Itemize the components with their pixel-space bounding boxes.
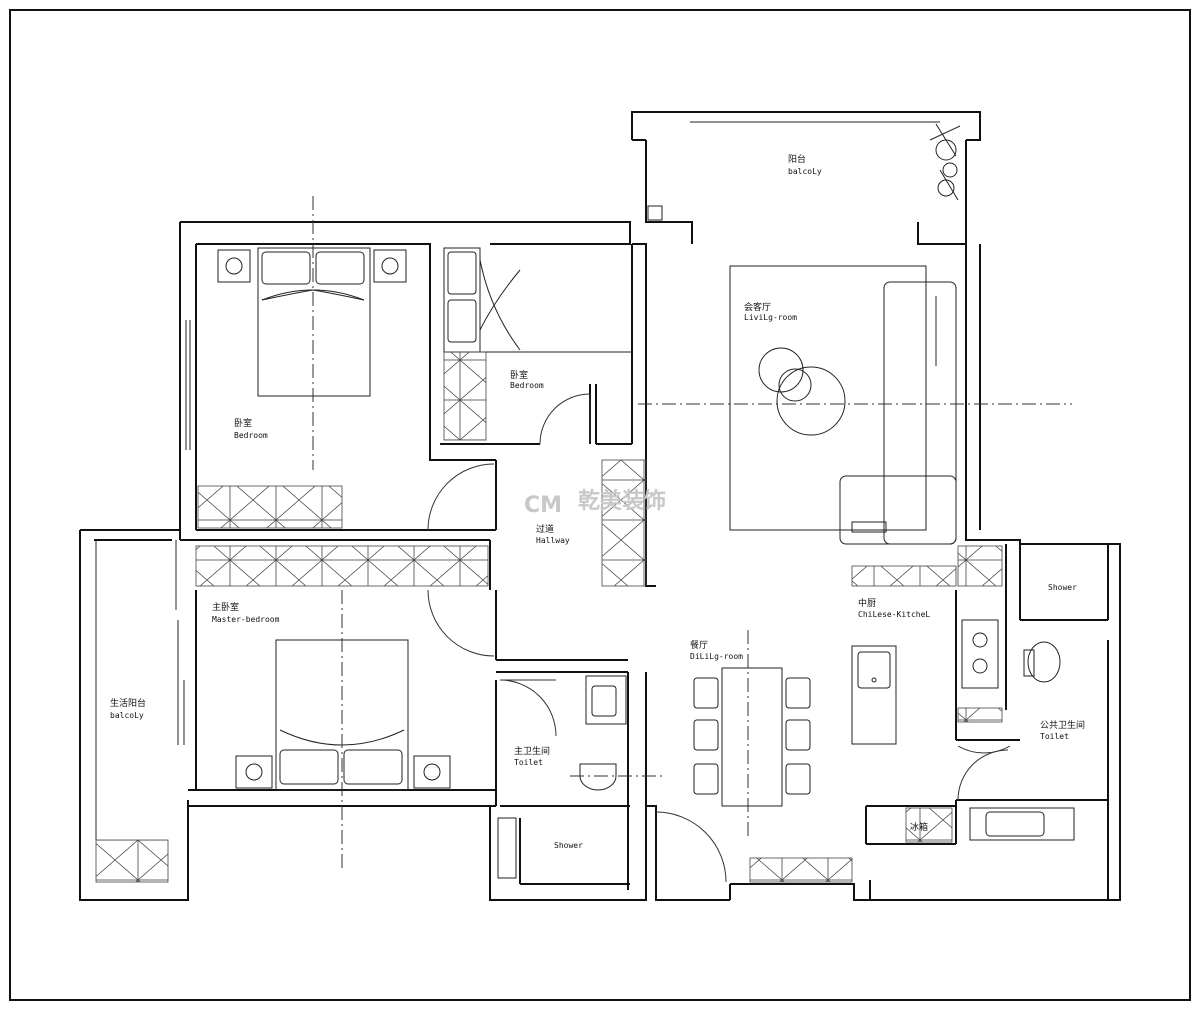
bed-bedroom-2 xyxy=(443,247,632,441)
balcony-storage xyxy=(95,839,169,883)
doors xyxy=(427,393,1011,883)
bedroom-1-zh: 卧室 xyxy=(234,417,252,429)
public-toilet-zh: 公共卫生间 xyxy=(1040,719,1085,731)
public-toilet-fixtures xyxy=(969,641,1075,841)
dining-room-zh: 餐厅 xyxy=(690,639,708,651)
living-balcony-zh: 生活阳台 xyxy=(110,697,146,709)
wardrobe-bedroom-1 xyxy=(197,485,343,529)
kitchen-fixtures xyxy=(851,545,1003,745)
bed-bedroom-1 xyxy=(217,247,407,397)
public-toilet-en: Toilet xyxy=(1040,732,1069,741)
dining-cabinet xyxy=(749,857,853,883)
living-room-en: LiviLg-room xyxy=(744,313,797,322)
bedroom-2-en: Bedroom xyxy=(510,381,544,390)
living-furniture xyxy=(729,265,957,545)
dining-set xyxy=(693,667,811,807)
master-bedroom-zh: 主卧室 xyxy=(212,601,239,613)
room-labels: 阳台 balcoLy 会客厅 LiviLg-room 卧室 Bedroom 卧室… xyxy=(110,153,1085,850)
dining-room-en: DiLiLg-room xyxy=(690,652,743,661)
living-balcony-en: balcoLy xyxy=(110,711,144,720)
bedroom-1-en: Bedroom xyxy=(234,431,268,440)
hallway-cabinet xyxy=(601,459,647,587)
axis-lines xyxy=(312,196,1072,868)
kitchen-zh: 中厨 xyxy=(858,597,876,609)
balcony-top-zh: 阳台 xyxy=(788,153,806,165)
hallway-zh: 过道 xyxy=(536,523,554,535)
master-toilet-fixtures xyxy=(497,675,627,879)
watermark-logo: CM xyxy=(524,493,562,518)
drawing-frame xyxy=(9,9,1191,1001)
wardrobe-master xyxy=(195,545,489,587)
living-room-zh: 会客厅 xyxy=(744,301,771,313)
bed-master xyxy=(235,639,451,791)
bedroom-2-zh: 卧室 xyxy=(510,369,528,381)
shower-2-en: Shower xyxy=(1048,583,1077,592)
balcony-top-en: balcoLy xyxy=(788,167,822,176)
shower-1-en: Shower xyxy=(554,841,583,850)
kitchen-en: ChiLese-KitcheL xyxy=(858,610,930,619)
hallway-en: Hallway xyxy=(536,536,570,545)
master-toilet-zh: 主卫生间 xyxy=(514,745,550,757)
fridge-box xyxy=(905,807,953,843)
master-toilet-en: Toilet xyxy=(514,758,543,767)
fridge-label: 冰箱 xyxy=(910,821,928,833)
master-bedroom-en: Master-bedroom xyxy=(212,615,280,624)
watermark: CM 乾美装饰 xyxy=(524,488,666,518)
watermark-brand: 乾美装饰 xyxy=(578,488,666,514)
balcony-plants xyxy=(647,123,961,221)
